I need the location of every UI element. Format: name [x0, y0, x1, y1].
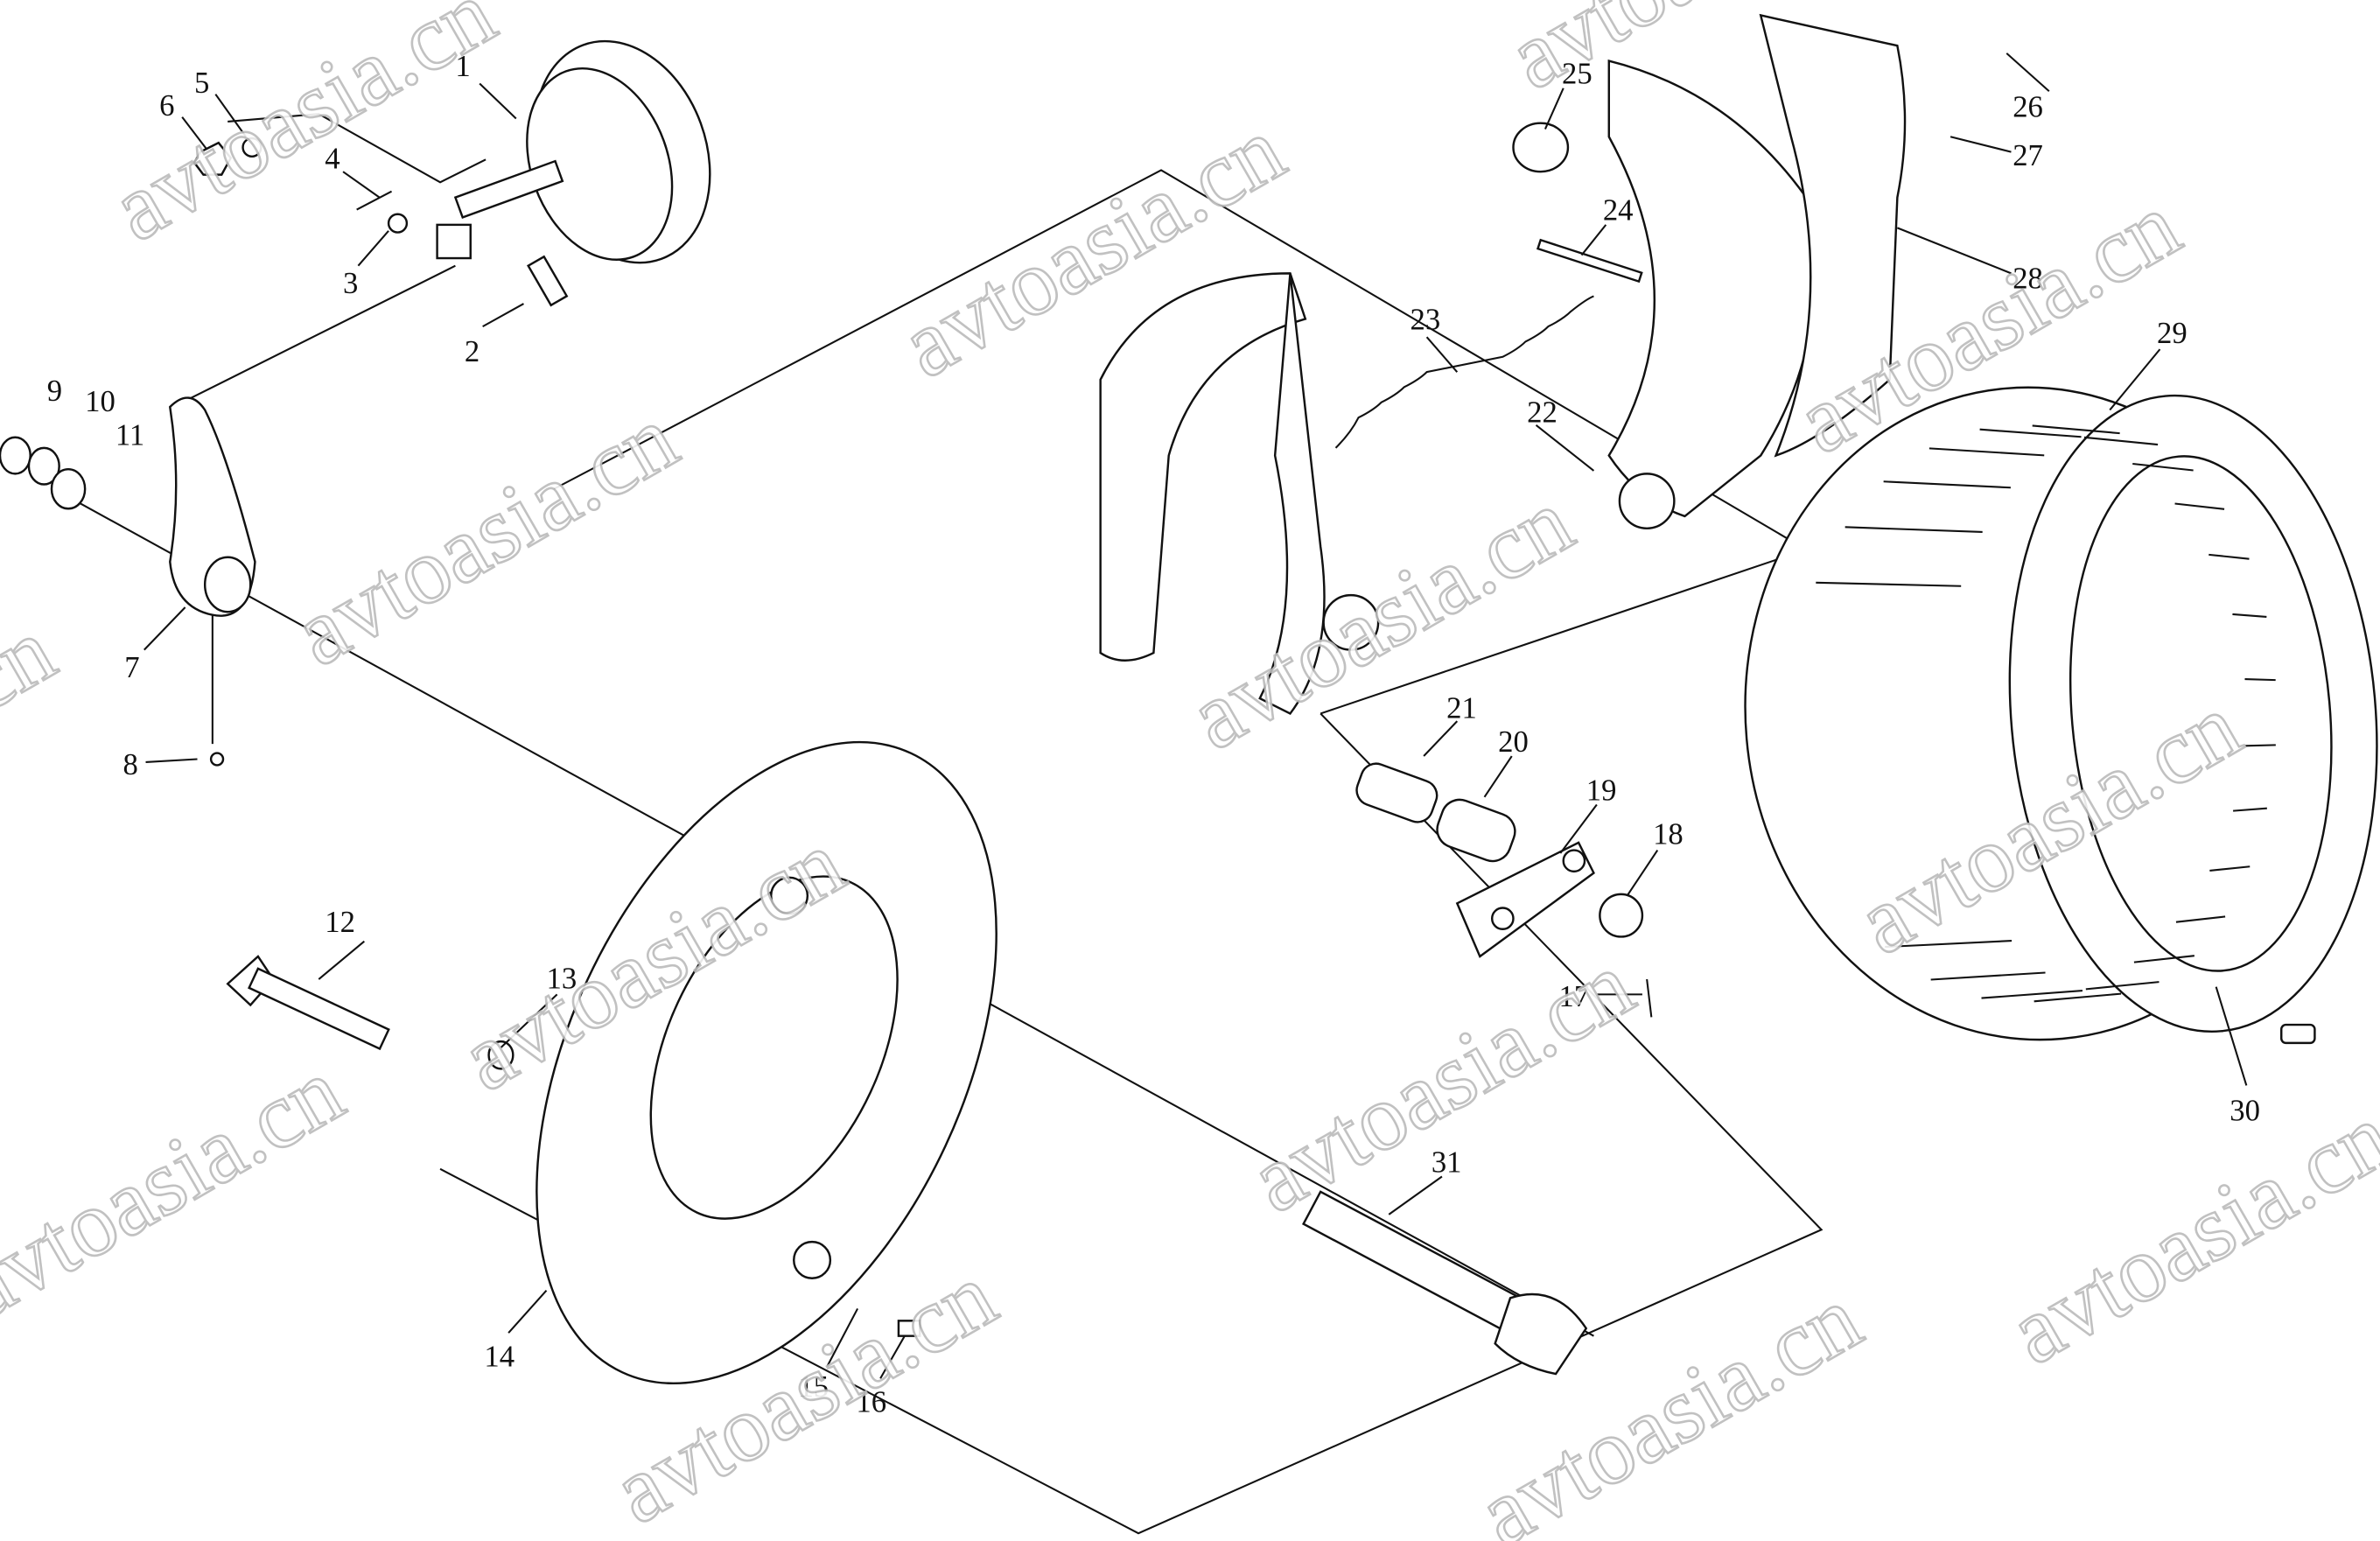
part-label-11: 11 — [116, 417, 144, 452]
drum-rib — [2244, 744, 2276, 747]
part-label-14: 14 — [484, 1339, 514, 1373]
part-label-26: 26 — [2012, 90, 2043, 124]
part-label-21: 21 — [1446, 691, 1477, 725]
watermark: avtoasia.cn — [885, 97, 1301, 397]
part-label-2: 2 — [465, 334, 480, 368]
drum-rib — [1979, 428, 2082, 438]
part-label-4: 4 — [325, 142, 340, 176]
part-label-23: 23 — [1410, 303, 1441, 337]
drum-rib — [2133, 955, 2194, 963]
drum-rib — [1928, 447, 2045, 457]
drum-rib — [2208, 553, 2250, 560]
brake-drum — [1744, 386, 2378, 1045]
drum-rib — [1981, 989, 2083, 999]
part-label-19: 19 — [1586, 773, 1617, 807]
part-label-30: 30 — [2230, 1093, 2260, 1127]
drum-rib — [2233, 807, 2267, 812]
part-label-6: 6 — [159, 88, 174, 123]
part-label-22: 22 — [1527, 395, 1558, 429]
slack-adjuster — [0, 396, 256, 767]
drum-rib — [2032, 424, 2120, 435]
part-label-20: 20 — [1498, 725, 1529, 759]
drum-ribs — [1816, 424, 2276, 1003]
camshaft — [1301, 1190, 1588, 1376]
drum-rib — [2244, 678, 2276, 682]
drum-rib — [2175, 915, 2226, 923]
part-label-16: 16 — [856, 1384, 886, 1418]
part-label-28: 28 — [2012, 262, 2043, 296]
part-label-13: 13 — [546, 961, 577, 995]
drum-rib — [2083, 436, 2159, 446]
part-label-17: 17 — [1559, 979, 1590, 1013]
part-label-27: 27 — [2012, 138, 2043, 172]
drum-rib — [2174, 502, 2225, 510]
drum-rib — [2085, 981, 2160, 991]
watermark: avtoasia.cn — [277, 386, 694, 686]
watermark: avtoasia.cn — [0, 1039, 360, 1339]
return-spring — [1334, 122, 1643, 449]
backing-plate — [487, 740, 998, 1384]
drum-rib — [1883, 480, 2011, 489]
watermark: avtoasia.cn — [1992, 1084, 2380, 1384]
drum-rib — [2132, 462, 2194, 472]
drum-rib — [1930, 971, 2046, 981]
drum-rib — [2209, 865, 2250, 872]
drum-rib — [1844, 526, 1983, 533]
watermark: avtoasia.cn — [0, 599, 71, 899]
part-label-25: 25 — [1562, 57, 1592, 91]
watermark: avtoasia.cn — [1234, 932, 1650, 1232]
brake-chamber — [192, 39, 711, 307]
part-label-7: 7 — [124, 650, 139, 684]
anchor-parts — [1355, 762, 1653, 1018]
part-label-3: 3 — [343, 266, 358, 300]
drum-rib — [2232, 613, 2267, 618]
part-label-10: 10 — [85, 384, 116, 418]
drum-rib — [1885, 940, 2012, 949]
part-label-24: 24 — [1603, 193, 1634, 228]
part-label-18: 18 — [1653, 817, 1684, 851]
part-label-9: 9 — [47, 374, 62, 408]
drum-rib — [2034, 992, 2122, 1003]
brake-shoe-front — [1099, 272, 1380, 715]
brake-shoe-rear — [1607, 13, 1907, 530]
part-label-12: 12 — [325, 905, 355, 939]
anchor-bolt — [226, 955, 390, 1051]
leader-lines — [144, 53, 2248, 1379]
part-label-29: 29 — [2157, 316, 2188, 350]
part-label-5: 5 — [194, 66, 209, 100]
part-label-15: 15 — [798, 1369, 829, 1404]
part-label-1: 1 — [455, 49, 470, 83]
part-label-8: 8 — [123, 747, 138, 781]
part-label-31: 31 — [1432, 1145, 1462, 1179]
watermark: avtoasia.cn — [95, 0, 512, 261]
drum-rib — [1816, 581, 1962, 587]
part-labels: 1 2 3 4 5 6 7 8 9 10 11 12 13 14 15 16 1… — [47, 49, 2260, 1419]
